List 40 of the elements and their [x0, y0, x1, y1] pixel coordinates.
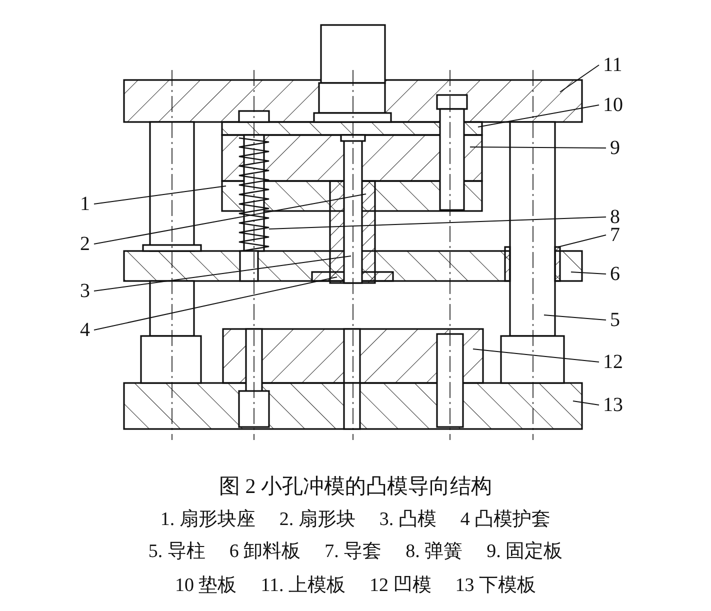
leader-line	[470, 146, 606, 148]
leader-line	[94, 256, 352, 292]
leader-line	[94, 186, 226, 204]
callout-number: 1	[80, 194, 90, 214]
part-list-entry: 6 卸料板	[229, 541, 301, 562]
callout-number: 5	[610, 310, 620, 330]
leader-line	[268, 216, 606, 230]
leader-line	[572, 400, 600, 406]
leader-line	[478, 104, 600, 128]
callout-number: 7	[610, 225, 620, 245]
part-list-entry: 10 垫板	[174, 575, 237, 596]
part-list-entry: 7. 导套	[324, 541, 382, 562]
callout-number: 8	[610, 207, 620, 227]
leader-line	[560, 64, 600, 92]
callout-number: 3	[80, 281, 90, 301]
part-list-entry: 13 下模板	[455, 575, 536, 596]
callout-number: 12	[603, 352, 623, 372]
part-list-entry: 12 凹模	[370, 575, 432, 596]
leader-line	[570, 272, 606, 274]
leader-line	[544, 314, 606, 320]
part-list-entry: 5. 导柱	[148, 541, 206, 562]
leader-line	[558, 234, 606, 248]
part-list-entry: 8. 弹簧	[406, 541, 463, 562]
callout-number: 10	[603, 95, 623, 115]
leader-line	[94, 276, 338, 330]
leader-line	[472, 348, 600, 362]
part-list-entry: 9. 固定板	[486, 541, 563, 562]
part-list-entry: 2. 扇形块	[279, 509, 356, 530]
callout-number: 6	[610, 264, 620, 284]
leader-line	[94, 194, 366, 244]
callout-number: 11	[603, 55, 622, 75]
part-list-entry: 3. 凸模	[379, 509, 436, 530]
callout-number: 2	[80, 234, 90, 254]
part-list-entry: 11. 上模板	[260, 575, 346, 596]
part-list-entry: 1. 扇形块座	[160, 509, 256, 530]
callout-number: 13	[603, 395, 623, 415]
callout-number: 4	[80, 320, 90, 340]
figure-caption: 图 2 小孔冲模的凸模导向结构	[218, 473, 493, 500]
callout-number: 9	[610, 138, 620, 158]
part-list-entry: 4 凸模护套	[460, 509, 551, 530]
